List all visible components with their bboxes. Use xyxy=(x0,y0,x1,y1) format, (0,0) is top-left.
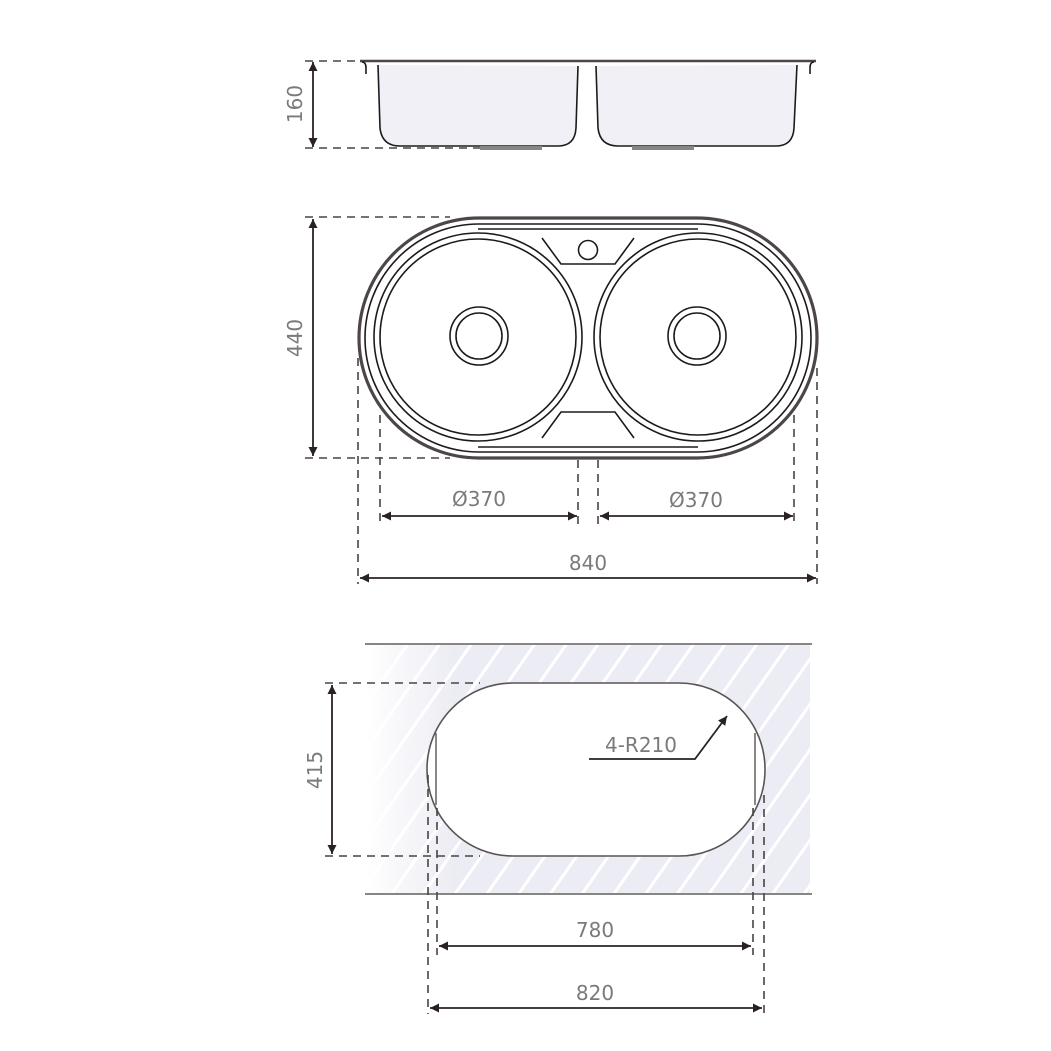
rim-hook-right xyxy=(809,61,815,74)
dim-label-bowl-right-diameter: Ø370 xyxy=(669,488,723,512)
top-inner-rim xyxy=(364,223,812,453)
tap-deck xyxy=(541,237,635,265)
bowl-left xyxy=(379,238,577,436)
rim-hook-left xyxy=(361,61,367,74)
side-drain-right xyxy=(632,146,694,150)
drain-right-inner xyxy=(673,312,721,360)
dim-label-width-840: 840 xyxy=(569,551,607,575)
bowl-right xyxy=(599,238,797,436)
side-bowl-right xyxy=(595,64,798,147)
radius-leader xyxy=(589,715,728,760)
side-drain-left xyxy=(480,146,542,150)
cutout-view: 415 4-R210 780 820 xyxy=(303,643,812,1014)
drain-deck xyxy=(541,411,635,439)
radius-label: 4-R210 xyxy=(605,733,677,757)
drain-left-outer xyxy=(449,306,509,366)
side-bowl-left xyxy=(377,64,579,147)
dim-label-height-160: 160 xyxy=(283,85,307,123)
side-view: 160 xyxy=(283,59,816,150)
bowl-left-rim xyxy=(373,232,583,442)
dim-label-bowl-left-diameter: Ø370 xyxy=(452,487,506,511)
dim-label-height-415: 415 xyxy=(303,751,327,789)
dim-label-height-440: 440 xyxy=(283,319,307,357)
drain-left-inner xyxy=(455,312,503,360)
top-outer-rim xyxy=(357,216,819,460)
dim-label-width-780: 780 xyxy=(576,918,614,942)
dim-label-width-820: 820 xyxy=(576,981,614,1005)
cutout-outline xyxy=(426,682,766,857)
bowl-right-rim xyxy=(593,232,803,442)
drain-right-outer xyxy=(667,306,727,366)
tap-hole xyxy=(577,239,599,261)
top-view: 440 Ø370 Ø370 840 xyxy=(283,216,819,584)
